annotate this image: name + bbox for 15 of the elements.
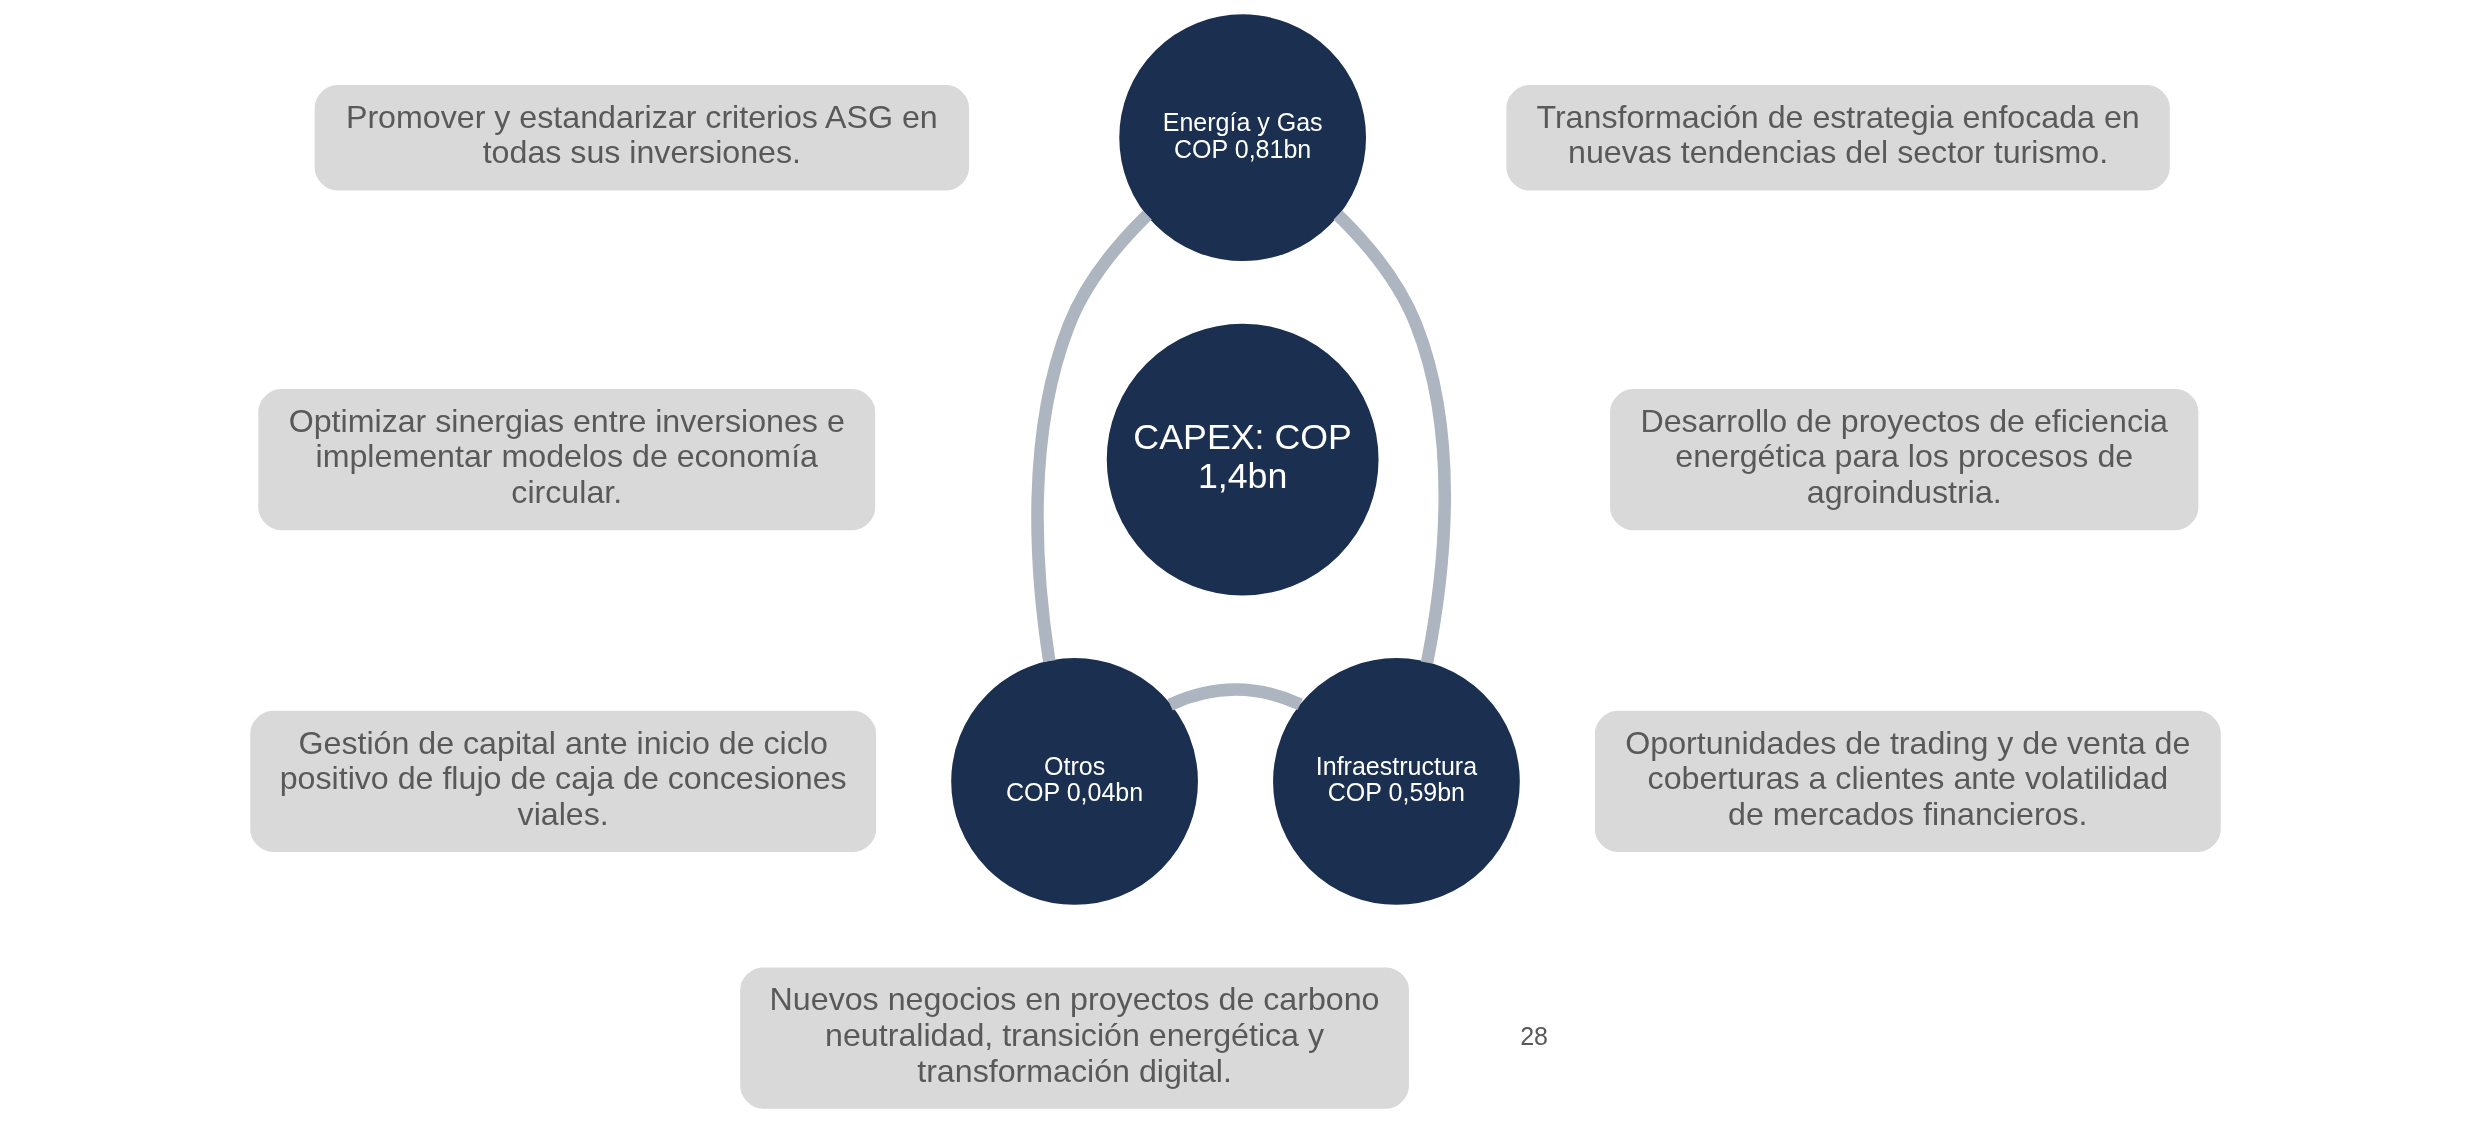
node-box: Nuevos negocios en proyectos de carbono neutralidad, transición energética y transformación digital. xyxy=(740,967,1409,1109)
node-circle: CAPEX: COP 1,4bn xyxy=(1106,323,1379,596)
node-box: Transformación de estrategia enfocada en nuevas tendencias del sector turismo. xyxy=(1506,84,2170,191)
node-box: Optimizar sinergias entre inversiones e implementar modelos de economía circular. xyxy=(258,388,876,531)
node-box: Gestión de capital ante inicio de ciclo positivo de flujo de caja de concesiones viales. xyxy=(250,710,877,853)
connector xyxy=(1333,210,1451,664)
connector xyxy=(1031,210,1152,663)
node-circle: Infraestructura COP 0,59bn xyxy=(1273,658,1520,905)
connector xyxy=(1167,683,1303,711)
node-box: Promover y estandarizar criterios ASG en todas sus inversiones. xyxy=(314,84,970,191)
node-box: Desarrollo de proyectos de eficiencia energética para los procesos de agroindustria. xyxy=(1610,388,2199,531)
node-circle: Otros COP 0,04bn xyxy=(951,658,1198,905)
node-circle: Energía y Gas COP 0,81bn xyxy=(1119,14,1367,262)
label: 28 xyxy=(1520,1021,1549,1050)
node-box: Oportunidades de trading y de venta de coberturas a clientes ante volatilidad de mercados financieros. xyxy=(1594,710,2221,853)
